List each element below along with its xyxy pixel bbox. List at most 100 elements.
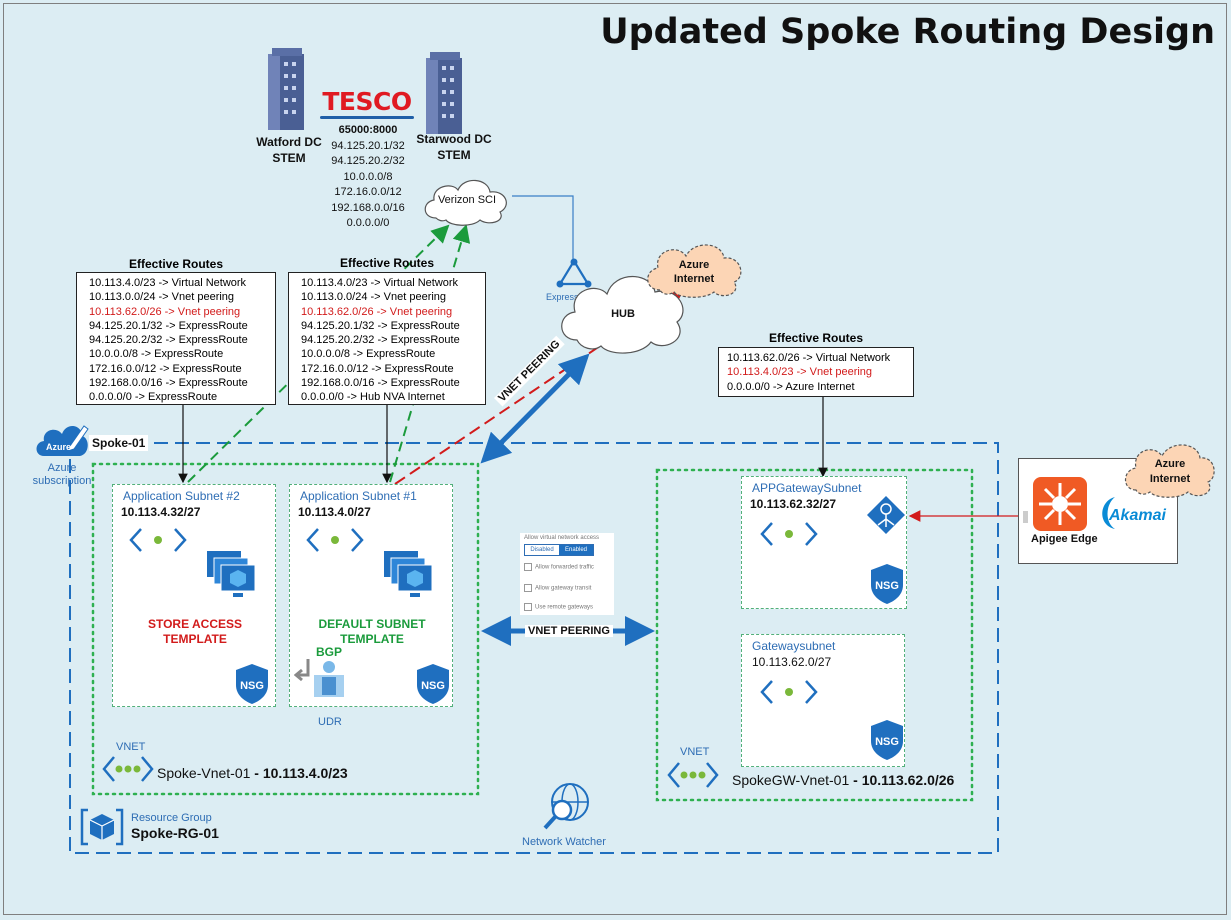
network-watcher-label: Network Watcher: [522, 836, 606, 848]
route-row: 10.0.0.0/8 -> ExpressRoute: [89, 348, 224, 361]
vnet-tag: VNET: [680, 746, 710, 758]
spoke-label: Spoke-01: [89, 435, 149, 451]
resource-group-icon: [80, 808, 124, 846]
route-row: 192.168.0.0/16 -> ExpressRoute: [301, 377, 460, 390]
route-row: 94.125.20.2/32 -> ExpressRoute: [89, 334, 248, 347]
subnet-icon: [760, 522, 818, 546]
route-row: 192.168.0.0/16 -> ExpressRoute: [89, 377, 248, 390]
subnet-app1: Application Subnet #1 10.113.4.0/27 DEFA…: [289, 484, 453, 707]
watford-building-icon: [268, 48, 304, 130]
routes-heading-subnet2: Effective Routes: [128, 257, 224, 271]
hub-cloud-icon: [561, 275, 684, 354]
nsg-shield-icon: NSG: [871, 564, 903, 604]
route-row: 10.0.0.0/8 -> ExpressRoute: [301, 348, 436, 361]
subnet-title: Application Subnet #1: [300, 489, 417, 503]
route-row: 10.113.4.0/23 -> Virtual Network: [89, 277, 247, 289]
toggle-enabled[interactable]: Enabled: [559, 545, 593, 555]
routes-table-gateway: 10.113.62.0/26 -> Virtual Network 10.113…: [718, 347, 914, 397]
expressroute-link: [512, 195, 574, 262]
route-row: 0.0.0.0/0 -> Azure Internet: [727, 380, 855, 393]
application-gateway-icon: [867, 496, 905, 534]
checkbox[interactable]: [524, 563, 532, 571]
starwood-building-icon: [426, 52, 462, 134]
route-row: 10.113.0.0/24 -> Vnet peering: [301, 291, 447, 304]
subnet-title: Application Subnet #2: [123, 489, 240, 503]
subnet-cidr: 10.113.4.0/27: [298, 505, 371, 519]
routes-table-subnet1: 10.113.4.0/23 -> Virtual Network 10.113.…: [288, 272, 486, 405]
route-row: 10.113.4.0/23 -> Virtual Network: [301, 277, 459, 289]
hub-peering-arrow: [480, 353, 590, 464]
peering-settings-panel: Allow virtual network access Disabled En…: [520, 533, 614, 615]
azure-subscription-icon: [36, 425, 89, 456]
resource-group-label: Resource Group: [131, 812, 212, 824]
azure-internet-cloud-icon: [647, 244, 742, 298]
subnet-app2: Application Subnet #2 10.113.4.32/27 STO…: [112, 484, 276, 707]
vm-scale-set-icon: [207, 551, 256, 597]
subnet-cidr: 10.113.4.32/27: [121, 505, 201, 519]
route-row: 94.125.20.1/32 -> ExpressRoute: [89, 319, 248, 332]
azure-internet-cloud-icon-right: [1124, 444, 1215, 498]
nsg-shield-icon: NSG: [417, 664, 449, 704]
vnet-icon: [667, 762, 719, 788]
route-row: 94.125.20.1/32 -> ExpressRoute: [301, 319, 460, 332]
nsg-label: NSG: [875, 736, 899, 748]
hub-label: HUB: [611, 308, 635, 320]
resource-group-name: Spoke-RG-01: [131, 825, 219, 841]
route-row: 10.113.0.0/24 -> Vnet peering: [89, 291, 235, 304]
akamai-swoosh-icon: [1102, 497, 1115, 529]
checkbox[interactable]: [524, 584, 532, 592]
route-row: 172.16.0.0/12 -> ExpressRoute: [301, 362, 454, 375]
subnet-title: Gatewaysubnet: [752, 639, 836, 653]
panel-tab: [1023, 511, 1028, 523]
nsg-shield-icon: NSG: [236, 664, 268, 704]
option-remote-gateways[interactable]: Use remote gateways: [524, 603, 593, 611]
apigee-label: Apigee Edge: [1031, 533, 1098, 545]
route-row: 0.0.0.0/0 -> ExpressRoute: [89, 391, 218, 404]
verizon-cloud-icon: [424, 179, 507, 226]
udr-label: UDR: [318, 716, 342, 728]
azure-badge-label: Azure: [46, 442, 72, 452]
vnet-tag: VNET: [116, 741, 146, 753]
route-row: 10.113.4.0/23 -> Vnet peering: [727, 366, 873, 379]
tesco-logo: TESCO: [320, 89, 414, 119]
access-toggle[interactable]: Disabled Enabled: [524, 544, 594, 556]
checkbox[interactable]: [524, 603, 532, 611]
route-row: 94.125.20.2/32 -> ExpressRoute: [301, 334, 460, 347]
page-title: Updated Spoke Routing Design: [600, 12, 1215, 52]
option-forwarded-traffic[interactable]: Allow forwarded traffic: [524, 563, 594, 571]
subnet-icon: [129, 528, 187, 552]
routes-table-subnet2: 10.113.4.0/23 -> Virtual Network 10.113.…: [76, 272, 276, 405]
vnet-icon: [102, 756, 154, 782]
apigee-icon: [1033, 477, 1087, 531]
nsg-label: NSG: [240, 680, 264, 692]
bgp-label: BGP: [316, 645, 343, 659]
subnet-gateway: Gatewaysubnet 10.113.62.0/27 NSG: [741, 634, 905, 767]
network-watcher-icon: [543, 783, 589, 830]
subnet-title: APPGatewaySubnet: [752, 481, 862, 495]
option-gateway-transit[interactable]: Allow gateway transit: [524, 584, 591, 592]
routes-heading-subnet1: Effective Routes: [339, 256, 435, 270]
gw-vnet-label: SpokeGW-Vnet-01 - 10.113.62.0/26: [732, 772, 955, 788]
route-row: 172.16.0.0/12 -> ExpressRoute: [89, 362, 242, 375]
akamai-label: Akamai: [1109, 507, 1166, 524]
toggle-disabled[interactable]: Disabled: [525, 545, 559, 555]
subnet-cidr: 10.113.62.0/27: [752, 655, 832, 669]
subnet-cidr: 10.113.62.32/27: [750, 497, 837, 511]
route-row: 10.113.62.0/26 -> Vnet peering: [89, 305, 241, 318]
subnet-icon: [306, 528, 364, 552]
verizon-label: Verizon SCI: [437, 194, 497, 206]
udr-route-icon: [294, 659, 344, 697]
subnet-icon: [760, 680, 818, 704]
expressroute-label: ExpressRoute: [546, 292, 603, 302]
nsg-label: NSG: [421, 680, 445, 692]
route-row: 10.113.62.0/26 -> Vnet peering: [301, 305, 453, 318]
settings-header: Allow virtual network access: [524, 535, 600, 541]
expressroute-icon: [556, 258, 592, 288]
